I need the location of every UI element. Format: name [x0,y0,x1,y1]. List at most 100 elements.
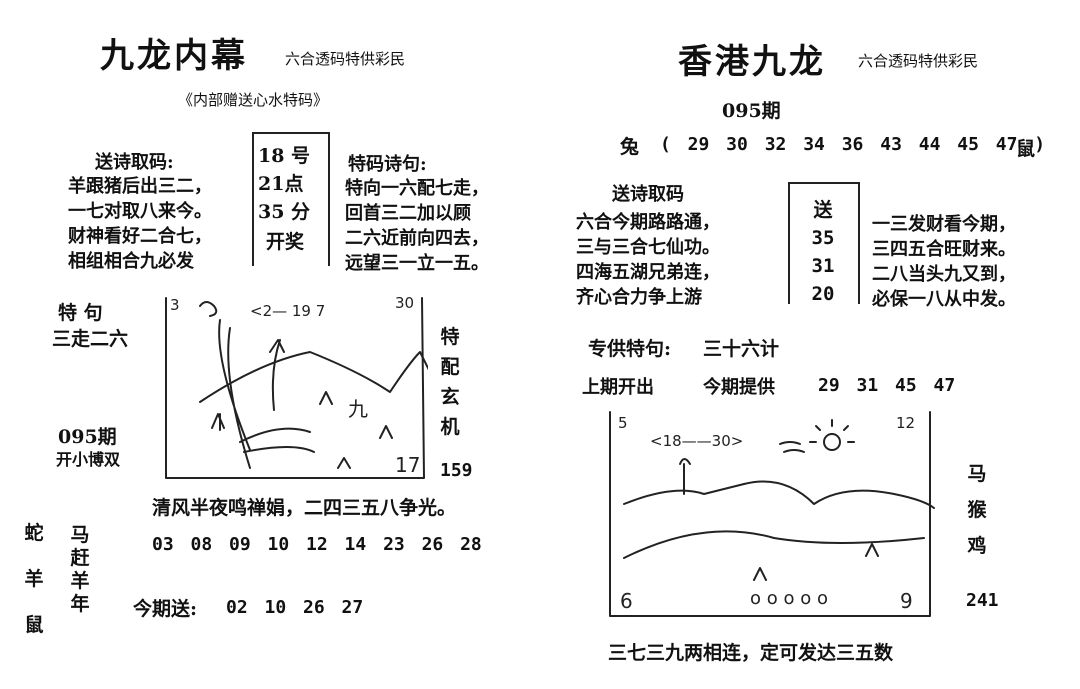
left-verse: 清风半夜鸣禅娟，二四三五八争光。 [152,497,457,519]
send-box-line: 31 [811,255,835,277]
animal-char: 鼠 [24,614,44,636]
animal-char: 蛇 [24,522,44,544]
right-period: 095期 [722,100,781,122]
te-ju-value: 三走二六 [52,328,129,350]
left-side-vertical: 特 配 玄 机 [438,322,462,442]
left-sketch-range: <2— 19 7 [250,302,325,320]
right-sketch-range: <18——30> [650,432,743,450]
left-sketch-num: 30 [395,294,414,312]
left-poem-line: 一七对取八来今。 [68,201,212,222]
right-poem-line: 一三发财看今期， [872,214,1016,235]
this-period-label-right: 今期提供 [703,377,775,398]
draw-time-line: 21点 [258,173,304,195]
animal-char: 赶 [70,547,90,569]
sprout-icon [679,458,691,495]
left-subtitle: 六合透码特供彩民 [285,50,406,68]
tree-icon [199,301,251,469]
pebbles-text: o o o o o [750,588,828,609]
shu-label: 鼠 [1016,138,1036,160]
right-sketch-num: 9 [900,589,913,613]
this-period-numbers: 02 10 26 27 [226,597,364,618]
left-sketch: 3 <2— 19 7 30 九 17 [165,294,428,479]
left-poem-heading: 送诗取码: [95,152,174,173]
special-poem-heading: 特码诗句: [348,154,427,175]
right-side-char: 马 [967,463,987,485]
draw-time-text: 18 号 21点 35 分 开奖 [258,142,310,258]
right-poem-line: 二八当头九又到， [872,264,1016,285]
right-poem-heading: 送诗取码 [612,184,684,205]
draw-time-line: 18 号 [258,145,311,167]
animals-col2: 马 赶 羊 年 [68,524,92,616]
right-subtitle: 六合透码特供彩民 [858,52,979,70]
left-period: 095期 [58,426,117,448]
right-poem: 六合今期路路通， 三与三合七仙功。 四海五湖兄弟连， 齐心合力争上游 [576,210,720,310]
left-poem-line: 羊跟猪后出三二， [68,176,212,197]
tu-label: 兔 [620,136,640,158]
send-box-line: 35 [811,227,835,249]
draw-time-box [252,132,330,266]
left-poem-line: 财神看好二合七， [68,226,212,247]
left-poem-line: 相组相合九必发 [68,251,194,272]
special-poem-line: 回首三二加以顾 [345,203,471,224]
animal-char: 羊 [24,568,44,590]
special-value: 三十六计 [703,338,780,360]
left-sketch-mid: 九 [348,397,368,421]
send-box-line: 送 [813,199,833,221]
animal-char: 年 [70,593,90,615]
left-sketch-num: 17 [395,453,420,477]
sun-icon [823,433,841,451]
special-poem-line: 远望三一立一五。 [345,253,489,274]
boat-icon [239,427,315,453]
draw-time-line: 开奖 [266,231,305,253]
tu-numbers: ( 29 30 32 34 36 43 44 45 47 ) [660,134,1046,155]
right-poem-line: 必保一八从中发。 [872,289,1016,310]
this-numbers-right: 29 31 45 47 [818,375,956,396]
right-poem-line: 齐心合力争上游 [576,287,702,308]
send-box-text: 送 35 31 20 [788,196,858,308]
left-sketch-num: 3 [170,296,180,314]
animal-char: 羊 [70,570,90,592]
flower-icon [269,339,285,411]
special-poem: 特向一六配七走， 回首三二加以顾 二六近前向四去， 远望三一立一五。 [345,176,489,276]
hill-icon [623,530,925,559]
sun-rays-icon [809,419,855,443]
last-period-label: 上期开出 [582,377,654,398]
left-sketch-frame [165,297,425,479]
right-sketch-num: 6 [620,589,633,613]
special-poem-line: 二六近前向四去， [345,228,489,249]
right-poem-line: 三四五合旺财来。 [872,239,1016,260]
animals-col1: 蛇 羊 鼠 [22,510,46,648]
right-sketch-num: 12 [896,414,915,432]
cloud-icon [779,441,805,453]
right-verse: 三七三九两相连，定可发达三五数 [608,642,894,664]
left-numbers-row: 03 08 09 10 12 14 23 26 28 [152,534,482,555]
right-sketch: 5 <18——30> 12 6 9 o o o o o [609,411,935,617]
left-gift-line: 《内部赠送心水特码》 [178,91,329,109]
left-side-char: 机 [440,416,460,438]
draw-time-line: 35 分 [258,201,311,223]
left-title: 九龙内幕 [100,36,248,76]
right-sketch-num: 5 [618,414,628,432]
special-poem-line: 特向一六配七走， [345,178,489,199]
right-poem-line: 六合今期路路通， [576,212,720,233]
left-period-note: 开小博双 [56,450,121,469]
mountain-icon [623,480,935,509]
right-sketch-frame [609,411,931,617]
mountain-icon [199,351,428,403]
send-box [788,182,860,304]
right-poem-line: 四海五湖兄弟连， [576,262,720,283]
animal-char: 马 [70,524,90,546]
right-title: 香港九龙 [678,42,826,82]
right-side-vertical: 马 猴 鸡 [965,456,989,564]
right-poem-2: 一三发财看今期， 三四五合旺财来。 二八当头九又到， 必保一八从中发。 [872,212,1016,312]
left-side-char: 配 [440,356,460,378]
left-side-char: 玄 [440,386,460,408]
right-poem-line: 三与三合七仙功。 [576,237,720,258]
grass-icon [753,543,879,581]
special-label: 专供特句: [588,338,672,360]
left-side-number: 159 [440,460,473,481]
right-side-char: 鸡 [967,535,987,557]
right-side-char: 猴 [967,499,987,521]
grass-icon [211,391,393,469]
right-side-number: 241 [966,590,999,611]
